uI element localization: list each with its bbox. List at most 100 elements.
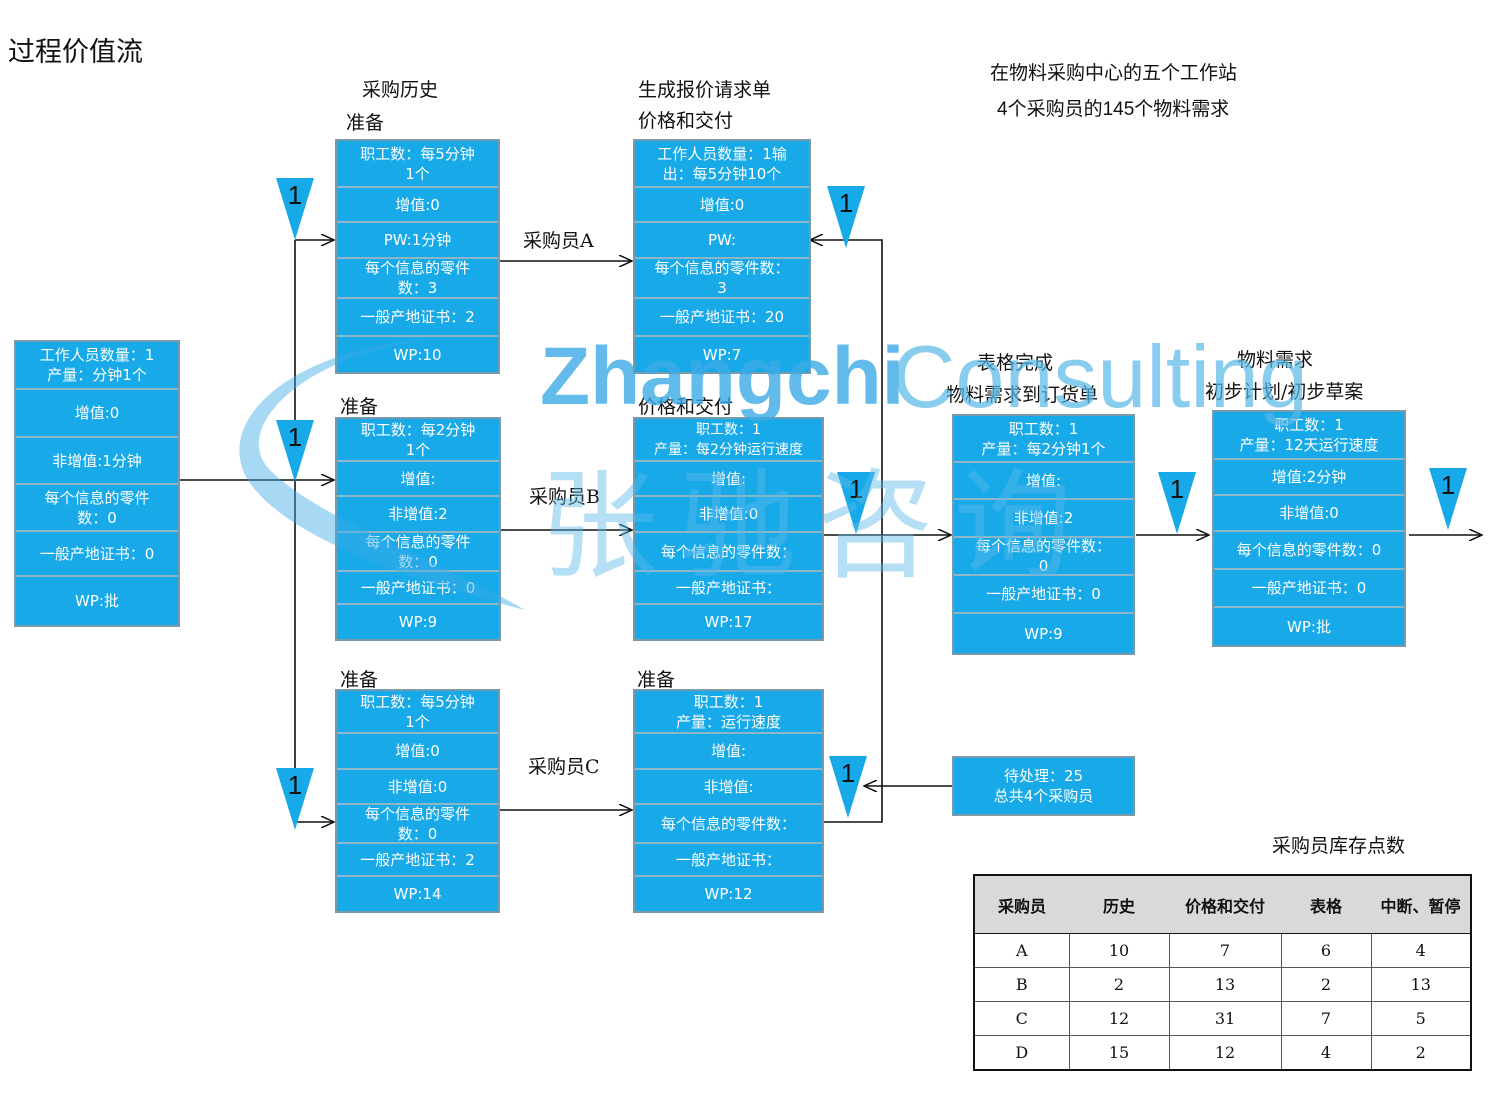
stage-subtitle-form: 物料需求到订货单	[946, 384, 1099, 406]
inventory-table-title: 采购员库存点数	[1272, 835, 1406, 857]
box-workers: 工作人员数量：1 产量：分钟1个	[16, 342, 178, 390]
box-wip: WP:批	[75, 592, 119, 610]
box-value-added: 增值:2分钟	[1214, 460, 1404, 496]
box-certificate: 一般产地证书：	[635, 572, 822, 605]
table-cell: 13	[1168, 967, 1281, 1002]
inventory-count: 1	[1169, 474, 1185, 504]
page-title: 过程价值流	[8, 37, 143, 68]
box-wip: WP:10	[393, 345, 442, 364]
box-parts-per-info: 每个信息的零件 数：0	[337, 805, 498, 844]
inventory-count: 1	[840, 758, 856, 788]
process-box-rfq-a: 工作人员数量：1输 出：每5分钟10个 增值:0 PW: 每个信息的零件数： 3…	[633, 139, 811, 374]
table-cell: A	[974, 933, 1069, 968]
box-workers: 职工数：每5分钟 1个	[337, 691, 498, 734]
inventory-count: 1	[287, 180, 303, 210]
box-parts-per-info: 每个信息的零件 数：3	[337, 259, 498, 299]
box-certificate: 一般产地证书：2	[337, 299, 498, 337]
box-non-value-added: 非增值:2	[954, 500, 1133, 538]
buyer-c-label: 采购员C	[528, 756, 600, 778]
process-box-history-c: 职工数：每5分钟 1个 增值:0 非增值:0 每个信息的零件 数：0 一般产地证…	[335, 689, 500, 913]
box-parts-per-info: 每个信息的零件数： 0	[954, 537, 1133, 576]
box-value-added: 增值:	[337, 462, 499, 497]
process-box-requirement: 职工数：1 产量：12天运行速度 增值:2分钟 非增值:0 每个信息的零件数：0…	[1212, 410, 1406, 647]
pending-box: 待处理：25 总共4个采购员	[952, 756, 1135, 816]
box-certificate: 一般产地证书：0	[1214, 570, 1404, 608]
table-cell: B	[974, 967, 1069, 1002]
table-cell: 7	[1280, 1001, 1371, 1036]
box-certificate: 一般产地证书：20	[635, 299, 809, 337]
box-non-value-added: 非增值:2	[337, 497, 499, 533]
table-cell: 6	[1280, 933, 1371, 968]
box-workers: 工作人员数量：1输 出：每5分钟10个	[635, 141, 809, 188]
box-non-value-added: PW:	[635, 223, 809, 259]
prep-label-c: 准备	[340, 669, 379, 691]
box-non-value-added: 非增值:	[635, 770, 822, 805]
inventory-count: 1	[1440, 470, 1456, 500]
box-wip: WP:14	[393, 885, 442, 903]
process-box-history-b: 职工数：每2分钟 1个 增值: 非增值:2 每个信息的零件 数：0 一般产地证书…	[335, 417, 501, 641]
table-header-cell: 表格	[1281, 875, 1371, 934]
box-value-added: 增值:	[954, 463, 1133, 500]
stage-title-rfq: 生成报价请求单	[638, 79, 772, 101]
box-non-value-added: PW:1分钟	[337, 223, 498, 259]
box-non-value-added: 非增值:0	[337, 770, 498, 805]
box-certificate: 一般产地证书：	[635, 844, 822, 877]
box-parts-per-info: 每个信息的零件 数：0	[16, 485, 178, 532]
table-cell: 7	[1168, 933, 1281, 968]
table-header-row: 采购员 历史 价格和交付 表格 中断、暂停	[974, 875, 1471, 934]
box-parts-per-info: 每个信息的零件数：	[635, 533, 822, 572]
buyer-b-label: 采购员B	[529, 486, 600, 508]
process-box-rfq-c: 职工数：1 产量：运行速度 增值: 非增值: 每个信息的零件数： 一般产地证书：…	[633, 689, 824, 913]
box-parts-per-info: 每个信息的零件数： 3	[635, 259, 809, 299]
table-header-cell: 历史	[1069, 875, 1169, 934]
table-row: C 12 31 7 5	[974, 1001, 1471, 1036]
process-box-start: 工作人员数量：1 产量：分钟1个 增值:0 非增值:1分钟 每个信息的零件 数：…	[14, 340, 180, 627]
inventory-triangle-icon: 1	[276, 178, 314, 240]
table-row: B 2 13 2 13	[974, 967, 1471, 1002]
inventory-triangle-icon: 1	[827, 186, 865, 248]
box-workers: 职工数：1 产量：12天运行速度	[1214, 412, 1404, 460]
box-value-added: 增值:	[635, 734, 822, 770]
box-workers: 职工数：每5分钟 1个	[337, 141, 498, 188]
table-cell: 5	[1370, 1001, 1471, 1036]
stage-subtitle-rfq: 价格和交付	[638, 110, 734, 132]
prep-label-a: 准备	[346, 112, 385, 134]
box-non-value-added: 非增值:0	[1214, 496, 1404, 532]
box-wip: WP:7	[702, 345, 742, 364]
table-header-cell: 采购员	[974, 875, 1069, 934]
box-wip: WP:批	[1287, 617, 1331, 636]
pending-text: 待处理：25 总共4个采购员	[993, 767, 1094, 805]
box-certificate: 一般产地证书：0	[16, 532, 178, 577]
table-cell: 2	[1280, 967, 1371, 1002]
table-cell: 15	[1068, 1035, 1169, 1070]
stage-subtitle-requirement: 初步计划/初步草案	[1205, 381, 1364, 403]
inventory-count: 1	[848, 474, 864, 504]
box-value-added: 增值:0	[337, 734, 498, 770]
header-note-line1: 在物料采购中心的五个工作站	[990, 62, 1238, 84]
prep-label-b: 准备	[340, 396, 379, 418]
table-header-cell: 中断、暂停	[1371, 875, 1471, 934]
table-cell: 12	[1168, 1035, 1281, 1070]
table-cell: 10	[1068, 933, 1169, 968]
box-non-value-added: 非增值:1分钟	[16, 438, 178, 485]
box-workers: 职工数：1 产量：每2分钟运行速度	[635, 419, 822, 462]
box-workers: 职工数：每2分钟 1个	[337, 419, 499, 462]
inventory-triangle-icon: 1	[1158, 472, 1196, 534]
prep-label-c2: 准备	[637, 669, 676, 691]
box-wip: WP:12	[704, 885, 753, 903]
box-non-value-added: 非增值:0	[635, 497, 822, 533]
inventory-triangle-icon: 1	[1429, 468, 1467, 530]
inventory-triangle-icon: 1	[837, 472, 875, 534]
table-cell: 2	[1370, 1035, 1471, 1070]
box-workers: 职工数：1 产量：每2分钟1个	[954, 416, 1133, 463]
inventory-count: 1	[287, 422, 303, 452]
inventory-count: 1	[287, 770, 303, 800]
table-header-cell: 价格和交付	[1169, 875, 1281, 934]
table-cell: 13	[1370, 967, 1471, 1002]
box-certificate: 一般产地证书：0	[337, 572, 499, 605]
header-note-line2: 4个采购员的145个物料需求	[997, 99, 1230, 120]
stage-title-form: 表格完成	[977, 352, 1054, 374]
table-cell: 12	[1068, 1001, 1169, 1036]
price-label-b: 价格和交付	[638, 396, 734, 418]
box-value-added: 增值:0	[16, 390, 178, 438]
